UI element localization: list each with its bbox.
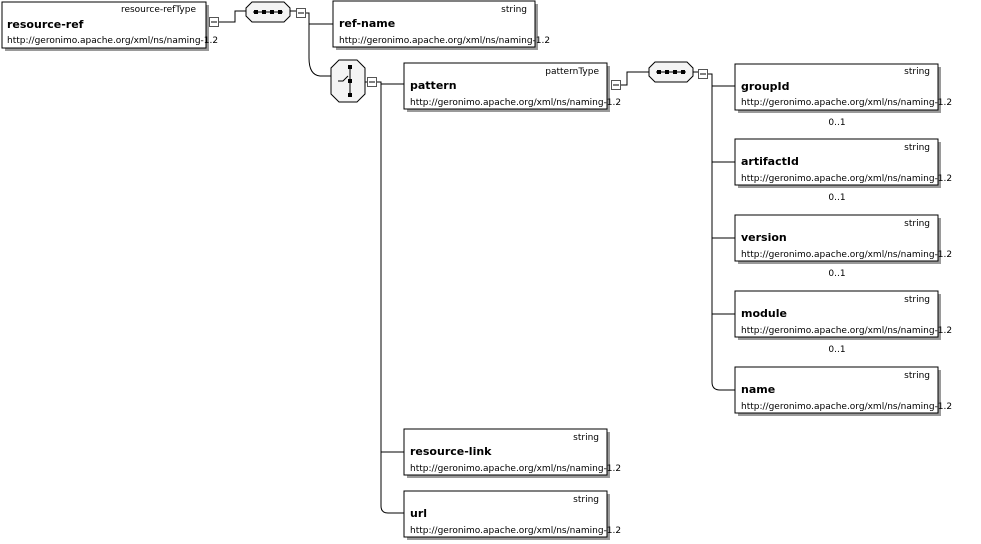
sequence-compositor[interactable] [648,61,694,83]
element-type-label: string [573,433,599,443]
element-type-label: string [501,5,527,15]
element-type-label: resource-refType [121,5,197,15]
occurrence-label: 0..1 [828,118,845,128]
element-namespace-label: http://geronimo.apache.org/xml/ns/naming… [741,174,952,184]
collapse-toggle[interactable] [209,17,219,27]
element-url[interactable]: string url http://geronimo.apache.org/xm… [403,490,621,540]
element-name-label: artifactId [741,155,799,168]
element-type-label: patternType [545,67,599,77]
element-module[interactable]: string module http://geronimo.apache.org… [734,290,952,340]
element-name-label: url [410,507,427,520]
element-namespace-label: http://geronimo.apache.org/xml/ns/naming… [741,326,952,336]
element-type-label: string [904,295,930,305]
element-type-label: string [904,67,930,77]
element-namespace-label: http://geronimo.apache.org/xml/ns/naming… [741,250,952,260]
element-name-label: groupId [741,80,790,93]
element-name-label: pattern [410,79,457,92]
element-namespace-label: http://geronimo.apache.org/xml/ns/naming… [410,98,621,108]
element-version[interactable]: string version http://geronimo.apache.or… [734,214,952,264]
element-name-label: module [741,307,787,320]
element-group-id[interactable]: string groupId http://geronimo.apache.or… [734,63,952,113]
occurrence-label: 0..1 [828,345,845,355]
element-namespace-label: http://geronimo.apache.org/xml/ns/naming… [7,36,218,46]
element-pattern[interactable]: patternType pattern http://geronimo.apac… [403,62,621,112]
element-type-label: string [904,371,930,381]
element-namespace-label: http://geronimo.apache.org/xml/ns/naming… [410,526,621,536]
occurrence-label: 0..1 [828,193,845,203]
element-namespace-label: http://geronimo.apache.org/xml/ns/naming… [339,36,550,46]
element-artifact-id[interactable]: string artifactId http://geronimo.apache… [734,138,952,188]
element-namespace-label: http://geronimo.apache.org/xml/ns/naming… [410,464,621,474]
element-name-label: ref-name [339,17,395,30]
collapse-toggle[interactable] [611,80,621,90]
element-name-label: resource-link [410,445,492,458]
collapse-toggle[interactable] [296,8,306,18]
element-name-label: resource-ref [7,18,84,31]
connector-lines [219,10,735,514]
sequence-compositor[interactable] [245,1,291,23]
element-ref-name[interactable]: string ref-name http://geronimo.apache.o… [332,0,550,50]
element-name-label: name [741,383,775,396]
element-resource-link[interactable]: string resource-link http://geronimo.apa… [403,428,621,478]
element-name[interactable]: string name http://geronimo.apache.org/x… [734,366,952,416]
occurrence-label: 0..1 [828,269,845,279]
element-type-label: string [904,143,930,153]
choice-compositor[interactable] [330,59,366,103]
element-type-label: string [904,219,930,229]
element-namespace-label: http://geronimo.apache.org/xml/ns/naming… [741,98,952,108]
element-name-label: version [741,231,787,244]
element-type-label: string [573,495,599,505]
element-namespace-label: http://geronimo.apache.org/xml/ns/naming… [741,402,952,412]
element-resource-ref[interactable]: resource-refType resource-ref http://ger… [1,1,218,51]
collapse-toggle[interactable] [367,77,377,87]
collapse-toggle[interactable] [698,69,708,79]
